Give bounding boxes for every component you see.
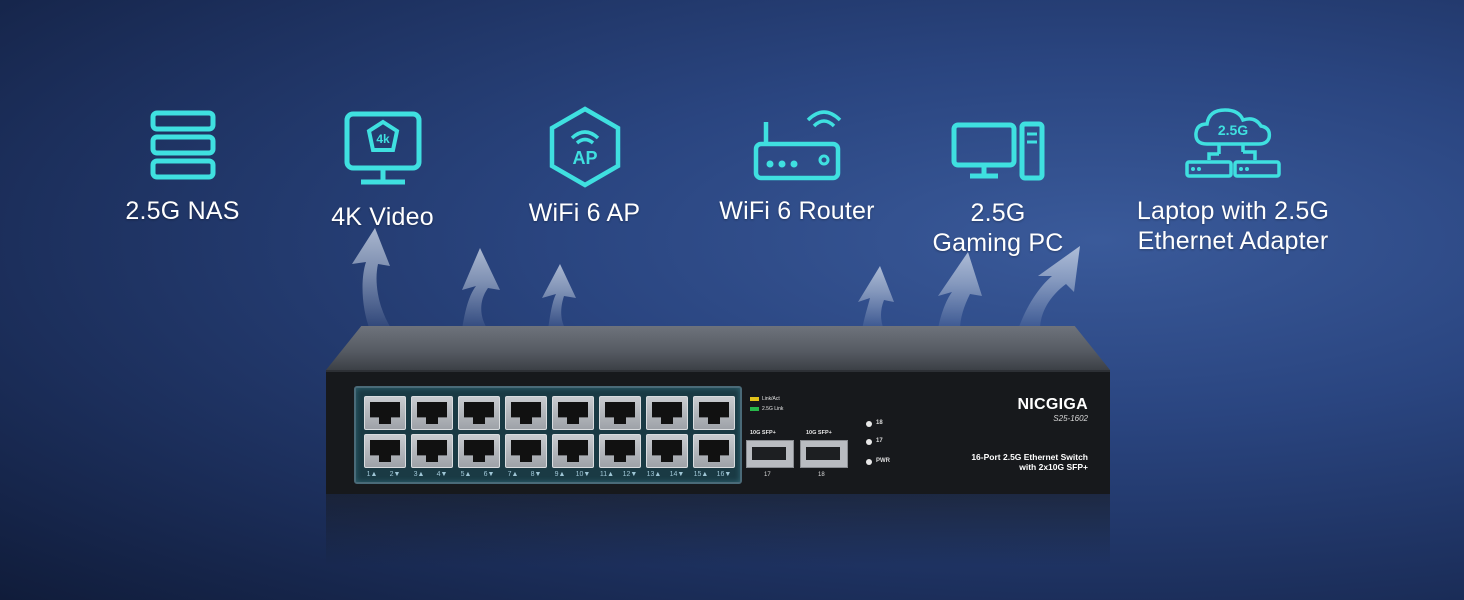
legend-2-5g-link: 2.5G Link bbox=[750, 406, 783, 412]
rj45-port-16 bbox=[693, 434, 735, 468]
rj45-port-13 bbox=[646, 396, 688, 430]
arrow-2 bbox=[462, 248, 500, 330]
wifi-ap-icon: AP bbox=[549, 106, 620, 188]
feature-label: WiFi 6 Router bbox=[719, 197, 875, 225]
legend-label: Link/Act bbox=[762, 396, 780, 402]
rj45-port-10 bbox=[552, 434, 594, 468]
yellow-led-swatch bbox=[750, 396, 759, 401]
led-label: 18 bbox=[876, 420, 883, 426]
arrow-4 bbox=[858, 266, 894, 330]
feature-label-line-1: Laptop with 2.5G bbox=[1136, 197, 1330, 225]
port-number: 9▲ bbox=[554, 471, 566, 478]
sfp-label: 10G SFP+ bbox=[750, 430, 776, 436]
led-label: 17 bbox=[876, 438, 883, 444]
rj45-port-7 bbox=[505, 396, 547, 430]
rj45-port-8 bbox=[505, 434, 547, 468]
status-led-18 bbox=[866, 421, 872, 427]
status-led-17 bbox=[866, 439, 872, 445]
arrow-1 bbox=[352, 228, 392, 330]
switch-reflection bbox=[326, 494, 1110, 566]
feature-nas: 2.5G NAS bbox=[110, 108, 255, 226]
legend-link-act: Link/Act bbox=[750, 396, 780, 402]
port-number: 10▼ bbox=[575, 471, 591, 478]
status-led-pwr bbox=[866, 459, 872, 465]
arrow-6 bbox=[1018, 246, 1080, 330]
rj45-port-5 bbox=[458, 396, 500, 430]
feature-label-line-1: 2.5G bbox=[970, 199, 1026, 227]
rj45-port-9 bbox=[552, 396, 594, 430]
sfp-port-17 bbox=[746, 440, 794, 468]
port-number: 15▲ bbox=[693, 471, 709, 478]
green-led-swatch bbox=[750, 406, 759, 411]
port-number: 11▲ bbox=[599, 471, 615, 478]
arrow-5 bbox=[938, 252, 982, 330]
feature-4k-video: 4k 4K Video bbox=[310, 110, 455, 232]
port-number: 14▼ bbox=[669, 471, 685, 478]
port-number: 1▲ bbox=[366, 471, 378, 478]
feature-label: WiFi 6 AP bbox=[528, 199, 641, 227]
4k-icon-text: 4k bbox=[376, 132, 390, 146]
rj45-port-1 bbox=[364, 396, 406, 430]
rj45-port-15 bbox=[693, 396, 735, 430]
sfp-port-18 bbox=[800, 440, 848, 468]
port-number: 7▲ bbox=[507, 471, 519, 478]
rj45-port-11 bbox=[599, 396, 641, 430]
feature-wifi-ap: AP WiFi 6 AP bbox=[512, 106, 657, 228]
port-number: 16▼ bbox=[716, 471, 732, 478]
legend-label: 2.5G Link bbox=[762, 406, 784, 412]
port-number-strip: 1▲ 2▼ 3▲ 4▼ 5▲ 6▼ 7▲ 8▼ 9▲ 10▼ 11▲ 12▼ 1… bbox=[356, 470, 740, 480]
rj45-port-2 bbox=[364, 434, 406, 468]
rj45-port-3 bbox=[411, 396, 453, 430]
port-number: 4▼ bbox=[436, 471, 448, 478]
rj45-port-panel: 1▲ 2▼ 3▲ 4▼ 5▲ 6▼ 7▲ 8▼ 9▲ 10▼ 11▲ 12▼ 1… bbox=[354, 386, 742, 484]
cloud-icon-text: 2.5G bbox=[1218, 122, 1248, 138]
rj45-port-14 bbox=[646, 434, 688, 468]
sfp-label: 10G SFP+ bbox=[806, 430, 832, 436]
brand-logo: NICGIGA bbox=[1017, 396, 1088, 413]
feature-label-line-2: Gaming PC bbox=[932, 229, 1064, 257]
led-label: PWR bbox=[876, 458, 890, 464]
feature-label: 4K Video bbox=[331, 203, 434, 231]
4k-monitor-icon: 4k bbox=[344, 111, 421, 185]
rj45-port-6 bbox=[458, 434, 500, 468]
feature-label-line-2: Ethernet Adapter bbox=[1137, 227, 1329, 255]
cloud-network-icon: 2.5G bbox=[1185, 108, 1281, 178]
gaming-pc-icon bbox=[951, 121, 1045, 181]
nas-server-icon bbox=[150, 110, 215, 180]
port-number: 12▼ bbox=[622, 471, 638, 478]
feature-laptop-adapter: 2.5G Laptop with 2.5G Ethernet Adapter bbox=[1128, 104, 1338, 256]
arrow-3 bbox=[542, 264, 576, 330]
port-number: 3▲ bbox=[413, 471, 425, 478]
ap-icon-text: AP bbox=[572, 148, 597, 168]
description-line-2: with 2x10G SFP+ bbox=[1019, 462, 1088, 472]
rj45-port-12 bbox=[599, 434, 641, 468]
network-switch: 1▲ 2▼ 3▲ 4▼ 5▲ 6▼ 7▲ 8▼ 9▲ 10▼ 11▲ 12▼ 1… bbox=[326, 370, 1110, 494]
port-number: 8▼ bbox=[530, 471, 542, 478]
port-number: 6▼ bbox=[483, 471, 495, 478]
feature-gaming-pc: 2.5G Gaming PC bbox=[918, 120, 1078, 258]
port-number: 2▼ bbox=[389, 471, 401, 478]
rj45-port-4 bbox=[411, 434, 453, 468]
sfp-port-number: 18 bbox=[818, 472, 825, 478]
port-number: 5▲ bbox=[460, 471, 472, 478]
feature-wifi-router: WiFi 6 Router bbox=[712, 104, 882, 226]
router-icon bbox=[753, 110, 842, 181]
feature-label: 2.5G NAS bbox=[125, 197, 240, 225]
description-line-1: 16-Port 2.5G Ethernet Switch bbox=[971, 452, 1088, 462]
sfp-port-number: 17 bbox=[764, 472, 771, 478]
model-number: S25-1602 bbox=[1053, 414, 1088, 423]
product-description: 16-Port 2.5G Ethernet Switch with 2x10G … bbox=[971, 452, 1088, 472]
switch-top-cover bbox=[326, 326, 1110, 370]
port-number: 13▲ bbox=[646, 471, 662, 478]
